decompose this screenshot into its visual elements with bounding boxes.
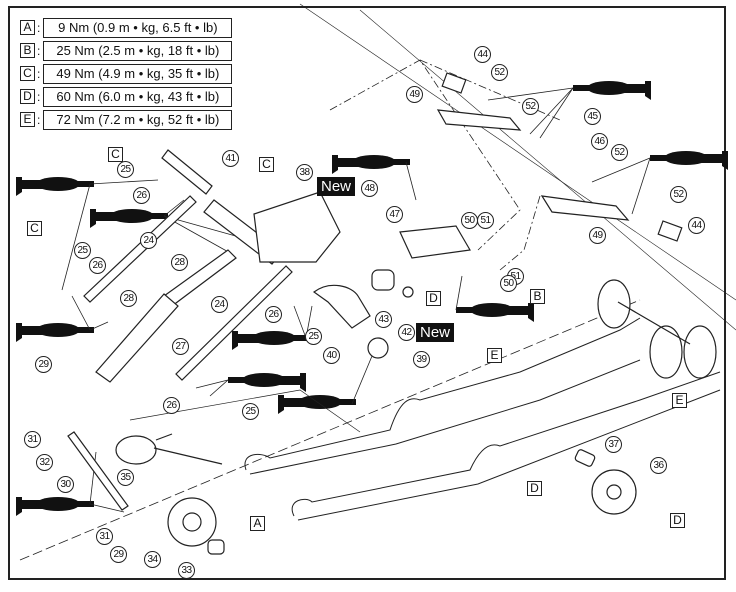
torque-tag-a: A <box>250 516 265 531</box>
part-callout-31: 31 <box>96 528 113 545</box>
grease-gun-icon <box>232 331 310 350</box>
legend-row-a: A : 9 Nm (0.9 m • kg, 6.5 ft • lb) <box>20 16 233 39</box>
part-callout-48: 48 <box>361 180 378 197</box>
part-callout-52: 52 <box>670 186 687 203</box>
part-callout-37: 37 <box>605 436 622 453</box>
legend-value: 25 Nm (2.5 m • kg, 18 ft • lb) <box>43 40 233 61</box>
part-callout-25: 25 <box>117 161 134 178</box>
new-part-badge: New <box>416 323 455 342</box>
torque-tag-c: C <box>259 157 274 172</box>
torque-tag-e: E <box>487 348 502 363</box>
part-callout-39: 39 <box>413 351 430 368</box>
part-callout-44: 44 <box>474 46 491 63</box>
part-callout-27: 27 <box>172 338 189 355</box>
legend-value: 9 Nm (0.9 m • kg, 6.5 ft • lb) <box>43 17 233 38</box>
part-callout-24: 24 <box>140 232 157 249</box>
part-callout-29: 29 <box>35 356 52 373</box>
part-callout-50: 50 <box>461 212 478 229</box>
part-callout-46: 46 <box>591 133 608 150</box>
legend-colon: : <box>37 66 41 81</box>
part-callout-49: 49 <box>589 227 606 244</box>
legend-colon: : <box>37 112 41 127</box>
torque-tag-c: C <box>108 147 123 162</box>
part-callout-42: 42 <box>398 324 415 341</box>
part-callout-38: 38 <box>296 164 313 181</box>
legend-key: D <box>20 89 35 104</box>
part-callout-47: 47 <box>386 206 403 223</box>
torque-legend: A : 9 Nm (0.9 m • kg, 6.5 ft • lb) B : 2… <box>20 16 233 131</box>
legend-row-e: E : 72 Nm (7.2 m • kg, 52 ft • lb) <box>20 108 233 131</box>
legend-key: C <box>20 66 35 81</box>
part-callout-31: 31 <box>24 431 41 448</box>
legend-value: 72 Nm (7.2 m • kg, 52 ft • lb) <box>43 109 233 130</box>
part-callout-26: 26 <box>163 397 180 414</box>
part-callout-26: 26 <box>265 306 282 323</box>
part-callout-43: 43 <box>375 311 392 328</box>
part-callout-49: 49 <box>406 86 423 103</box>
part-callout-33: 33 <box>178 562 195 579</box>
grease-gun-icon <box>332 155 410 174</box>
part-callout-50: 50 <box>500 275 517 292</box>
grease-gun-icon <box>456 303 534 322</box>
legend-key: B <box>20 43 35 58</box>
grease-gun-icon <box>228 373 306 392</box>
part-callout-26: 26 <box>89 257 106 274</box>
part-callout-52: 52 <box>611 144 628 161</box>
legend-colon: : <box>37 89 41 104</box>
legend-value: 49 Nm (4.9 m • kg, 35 ft • lb) <box>43 63 233 84</box>
grease-gun-icon <box>573 81 651 100</box>
part-callout-25: 25 <box>74 242 91 259</box>
part-callout-44: 44 <box>688 217 705 234</box>
part-callout-41: 41 <box>222 150 239 167</box>
part-callout-26: 26 <box>133 187 150 204</box>
part-callout-29: 29 <box>110 546 127 563</box>
part-callout-40: 40 <box>323 347 340 364</box>
part-callout-45: 45 <box>584 108 601 125</box>
grease-gun-icon <box>278 395 356 414</box>
legend-colon: : <box>37 20 41 35</box>
legend-key: A <box>20 20 35 35</box>
torque-tag-b: B <box>530 289 545 304</box>
part-callout-25: 25 <box>242 403 259 420</box>
part-callout-25: 25 <box>305 328 322 345</box>
legend-row-c: C : 49 Nm (4.9 m • kg, 35 ft • lb) <box>20 62 233 85</box>
part-callout-32: 32 <box>36 454 53 471</box>
grease-gun-icon <box>16 177 94 196</box>
part-callout-24: 24 <box>211 296 228 313</box>
grease-gun-icon <box>16 497 94 516</box>
torque-tag-d: D <box>527 481 542 496</box>
part-callout-36: 36 <box>650 457 667 474</box>
legend-row-b: B : 25 Nm (2.5 m • kg, 18 ft • lb) <box>20 39 233 62</box>
legend-key: E <box>20 112 35 127</box>
grease-gun-icon <box>650 151 728 170</box>
torque-tag-e: E <box>672 393 687 408</box>
part-callout-34: 34 <box>144 551 161 568</box>
part-callout-51: 51 <box>477 212 494 229</box>
grease-gun-icon <box>16 323 94 342</box>
part-callout-28: 28 <box>120 290 137 307</box>
part-callout-30: 30 <box>57 476 74 493</box>
torque-tag-c: C <box>27 221 42 236</box>
new-part-badge: New <box>317 177 356 196</box>
legend-row-d: D : 60 Nm (6.0 m • kg, 43 ft • lb) <box>20 85 233 108</box>
part-callout-35: 35 <box>117 469 134 486</box>
part-callout-52: 52 <box>522 98 539 115</box>
legend-colon: : <box>37 43 41 58</box>
part-callout-28: 28 <box>171 254 188 271</box>
grease-gun-icon <box>90 209 168 228</box>
torque-tag-d: D <box>426 291 441 306</box>
legend-value: 60 Nm (6.0 m • kg, 43 ft • lb) <box>43 86 233 107</box>
part-callout-52: 52 <box>491 64 508 81</box>
torque-tag-d: D <box>670 513 685 528</box>
